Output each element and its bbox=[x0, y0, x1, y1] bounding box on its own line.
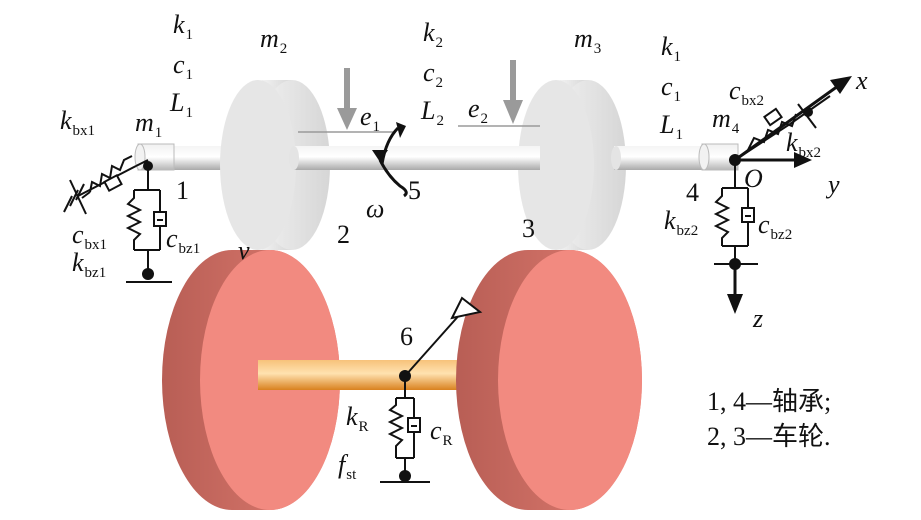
legend: 1, 4—轴承; 2, 3—车轮. bbox=[707, 384, 831, 454]
wheel-3 bbox=[518, 80, 626, 250]
label-cR: cR bbox=[430, 416, 453, 449]
left-bearing-node bbox=[143, 161, 153, 171]
label-node-1: 1 bbox=[176, 176, 189, 205]
right-bearing-node bbox=[729, 154, 741, 166]
label-c1-right: c1 bbox=[661, 72, 682, 105]
label-node-2: 2 bbox=[337, 220, 350, 249]
label-c2: c2 bbox=[423, 58, 444, 91]
legend-line-bearings: 1, 4—轴承; bbox=[707, 387, 832, 416]
z-axis-arrow bbox=[727, 264, 743, 314]
left-vertical-suspension bbox=[125, 168, 172, 283]
label-k1-left: k1 bbox=[173, 10, 194, 43]
label-L1-right: L1 bbox=[660, 110, 683, 143]
roller-right bbox=[456, 250, 642, 510]
label-k1-right: k1 bbox=[661, 32, 682, 65]
eccentric-arrow-e2 bbox=[458, 60, 540, 127]
label-node-4: 4 bbox=[686, 178, 699, 207]
label-cbx2: cbx2 bbox=[729, 76, 765, 109]
x-axis-arrow bbox=[734, 76, 852, 162]
label-v: v bbox=[238, 236, 250, 265]
label-omega: ω bbox=[366, 194, 385, 223]
label-kbz2: kbz2 bbox=[664, 206, 699, 239]
label-e1: e1 bbox=[360, 102, 381, 135]
legend-line-wheels: 2, 3—车轮. bbox=[707, 422, 831, 452]
label-L2: L2 bbox=[421, 96, 444, 129]
label-cbx1: cbx1 bbox=[72, 220, 108, 253]
label-cbz1: cbz1 bbox=[166, 224, 201, 257]
eccentric-arrow-e1 bbox=[298, 68, 396, 133]
label-e2: e2 bbox=[468, 94, 489, 127]
label-kR: kR bbox=[346, 402, 369, 435]
rotation-arrow-omega bbox=[372, 122, 408, 198]
label-m4: m4 bbox=[712, 104, 740, 137]
node-6-point bbox=[399, 370, 411, 382]
label-x-axis: x bbox=[856, 66, 868, 95]
label-node-5: 5 bbox=[408, 176, 421, 205]
label-k2: k2 bbox=[423, 18, 444, 51]
label-kbx2: kbx2 bbox=[786, 128, 822, 161]
label-m2: m2 bbox=[260, 24, 288, 57]
label-z-axis: z bbox=[753, 304, 764, 333]
label-kbx1: kbx1 bbox=[60, 106, 96, 139]
label-node-3: 3 bbox=[522, 214, 535, 243]
node-6-support bbox=[380, 296, 483, 483]
y-axis-arrow bbox=[735, 152, 812, 168]
bearing-left bbox=[134, 143, 175, 171]
node-6-ground bbox=[399, 470, 411, 482]
label-origin-O: O bbox=[744, 164, 763, 193]
label-kbz1: kbz1 bbox=[72, 248, 107, 281]
roller-rig bbox=[162, 250, 642, 510]
label-cbz2: cbz2 bbox=[758, 210, 793, 243]
label-c1-left: c1 bbox=[173, 50, 194, 83]
left-ground-node bbox=[142, 268, 154, 280]
label-m1: m1 bbox=[135, 108, 163, 141]
label-node-6: 6 bbox=[400, 322, 413, 351]
label-fst: fst bbox=[338, 450, 357, 483]
label-L1-left: L1 bbox=[170, 88, 193, 121]
label-y-axis: y bbox=[828, 170, 840, 199]
label-m3: m3 bbox=[574, 24, 602, 57]
